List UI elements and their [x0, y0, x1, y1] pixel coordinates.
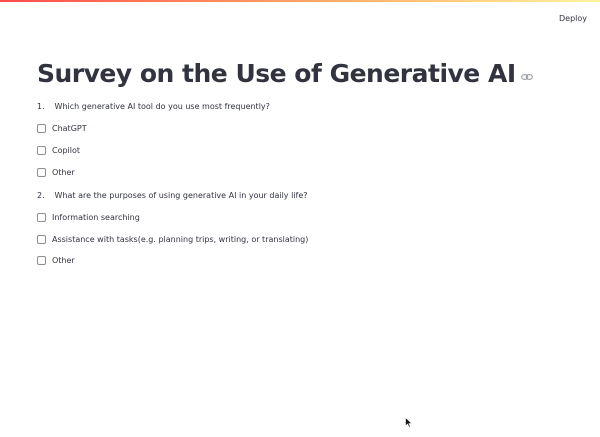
question-text: Which generative AI tool do you use most…: [54, 102, 270, 111]
option-label: ChatGPT: [52, 124, 87, 133]
deploy-button[interactable]: Deploy: [557, 11, 589, 26]
question-1: 1. Which generative AI tool do you use m…: [37, 102, 270, 111]
link-icon[interactable]: [520, 72, 533, 82]
question-number: 2.: [37, 191, 45, 200]
option-other-q1[interactable]: Other: [37, 168, 75, 177]
option-label: Other: [52, 168, 75, 177]
checkbox[interactable]: [37, 168, 46, 177]
option-label: Information searching: [52, 213, 140, 222]
page-title: Survey on the Use of Generative AI: [37, 59, 516, 88]
option-copilot[interactable]: Copilot: [37, 146, 80, 155]
option-label: Other: [52, 256, 75, 265]
top-decoration-bar: [0, 0, 600, 2]
option-other-q2[interactable]: Other: [37, 256, 75, 265]
question-2: 2. What are the purposes of using genera…: [37, 191, 308, 200]
checkbox[interactable]: [37, 256, 46, 265]
checkbox[interactable]: [37, 146, 46, 155]
checkbox[interactable]: [37, 235, 46, 244]
option-label: Copilot: [52, 146, 81, 155]
mouse-cursor-icon: [405, 417, 413, 428]
checkbox[interactable]: [37, 124, 46, 133]
option-assistance-with-tasks[interactable]: Assistance with tasks(e.g. planning trip…: [37, 235, 308, 244]
question-number: 1.: [37, 102, 45, 111]
question-text: What are the purposes of using generativ…: [54, 191, 308, 200]
title-row: Survey on the Use of Generative AI: [37, 59, 533, 88]
option-information-searching[interactable]: Information searching: [37, 213, 140, 222]
option-label: Assistance with tasks(e.g. planning trip…: [52, 235, 309, 244]
checkbox[interactable]: [37, 213, 46, 222]
option-chatgpt[interactable]: ChatGPT: [37, 124, 87, 133]
